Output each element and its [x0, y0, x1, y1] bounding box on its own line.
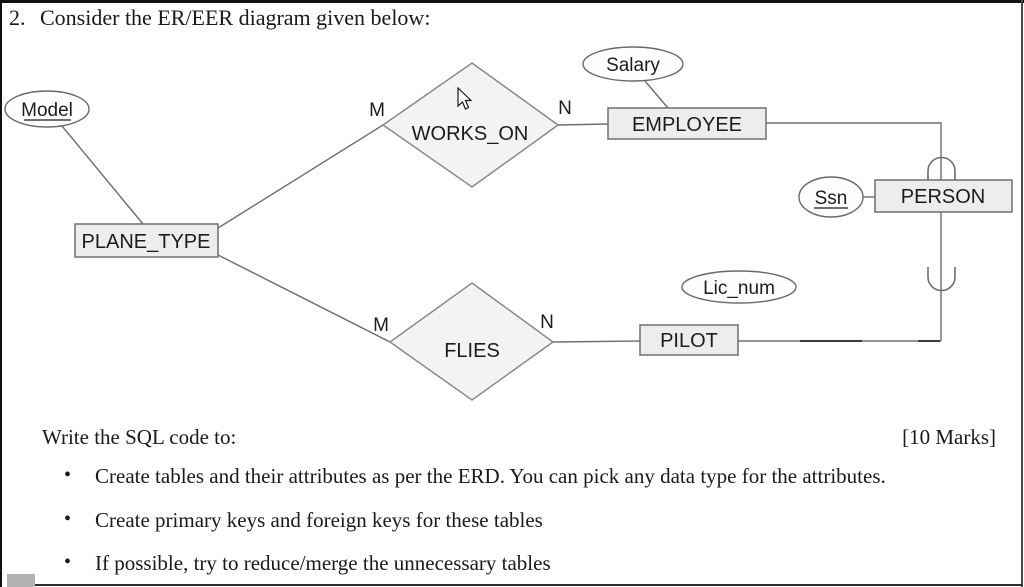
cardinality-works-on-m: M	[369, 100, 385, 121]
page-border-top	[0, 0, 1024, 3]
connector-salary-employee	[644, 80, 669, 109]
sql-prompt: Write the SQL code to:	[42, 425, 237, 449]
entity-employee	[607, 107, 767, 140]
mouse-cursor-icon	[457, 86, 473, 110]
connector-employee-person	[766, 122, 942, 180]
bullet-item: • Create primary keys and foreign keys f…	[64, 508, 1015, 533]
page-border-right	[1021, 0, 1023, 587]
entity-plane-type	[74, 223, 219, 258]
bullet-text: If possible, try to reduce/merge the unn…	[95, 551, 551, 575]
bullet-dot: •	[64, 464, 72, 486]
entity-person-label: PERSON	[901, 186, 985, 208]
connector-workson-employee	[557, 123, 609, 126]
bullet-item: • If possible, try to reduce/merge the u…	[64, 551, 1015, 576]
subset-symbol-pilot-person-icon	[927, 267, 956, 292]
bottom-left-corner-chip	[7, 574, 35, 587]
connector-model-planetype	[61, 125, 144, 225]
marks-label: [10 Marks]	[902, 425, 996, 449]
connector-planetype-flies	[217, 254, 391, 343]
entity-pilot-label: PILOT	[660, 330, 718, 352]
relationship-flies	[388, 282, 555, 401]
attribute-salary-label: Salary	[606, 55, 660, 76]
attribute-ssn	[798, 176, 864, 218]
attribute-lic-num-label: Lic_num	[703, 278, 775, 299]
bullet-text: Create primary keys and foreign keys for…	[95, 508, 543, 532]
page-border-left	[0, 0, 2, 587]
entity-plane-type-label: PLANE_TYPE	[82, 231, 211, 253]
cardinality-works-on-n: N	[558, 98, 572, 119]
entity-pilot	[639, 324, 739, 356]
page-border-bottom	[28, 584, 1022, 586]
connector-flies-pilot	[552, 340, 641, 343]
attribute-salary	[582, 46, 684, 82]
cardinality-flies-n: N	[540, 312, 554, 333]
attribute-model-label: Model	[21, 100, 73, 121]
entity-person	[874, 179, 1013, 213]
attribute-ssn-label: Ssn	[815, 188, 848, 209]
connector-planetype-workson	[217, 124, 384, 229]
attribute-model	[4, 90, 90, 128]
bullet-dot: •	[64, 551, 72, 573]
bullet-item: • Create tables and their attributes as …	[64, 464, 1015, 489]
entity-employee-label: EMPLOYEE	[632, 114, 742, 136]
attribute-lic-num	[681, 270, 797, 304]
relationship-works-on-label: WORKS_ON	[412, 123, 529, 145]
bullet-text: Create tables and their attributes as pe…	[95, 464, 886, 488]
subset-symbol-employee-person-icon	[927, 156, 956, 181]
question-number: 2.	[9, 5, 26, 30]
cardinality-flies-m: M	[373, 315, 389, 336]
bullet-dot: •	[64, 508, 72, 530]
question-title: Consider the ER/EER diagram given below:	[40, 5, 431, 30]
relationship-flies-label: FLIES	[444, 340, 500, 362]
relationship-works-on	[381, 62, 560, 188]
